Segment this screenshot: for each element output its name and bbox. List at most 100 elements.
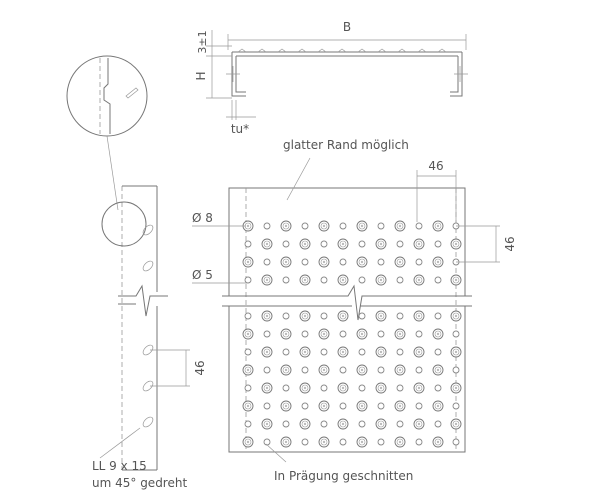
hole-large-center [341,314,345,318]
hole-large-center [417,422,421,426]
hole-large-center [436,368,440,372]
hole-large-ring [263,420,271,428]
hole-large-ring [339,420,347,428]
hole-large-ring [434,438,442,446]
hole-large-center [417,278,421,282]
detail-strip-right [103,58,111,134]
side-dim-46 [150,349,190,387]
hole-large-center [322,332,326,336]
hole-large-center [284,332,288,336]
hole-small [282,240,290,248]
slot [142,260,154,272]
hole-small [358,312,366,320]
hole-small [339,222,347,230]
hole-large-center [436,224,440,228]
detail-leader [106,135,119,211]
hole-large-center [322,368,326,372]
hole-small [320,420,328,428]
hole-small [396,348,404,356]
hole-small [339,402,347,410]
hole-large-center [379,350,383,354]
slot [142,380,154,392]
hole-small [415,366,423,374]
hole-small [452,366,460,374]
hole-small [282,384,290,392]
front-plate-view: Ø 8 Ø 5 46 46 glatter Rand möglich In Pr… [192,138,517,483]
hole-small [396,240,404,248]
hole-large-ring [358,258,366,266]
hole-large-center [360,260,364,264]
hole-large-ring [244,366,252,374]
hole-large-ring [244,258,252,266]
hole-large-ring [339,348,347,356]
hole-large-ring [339,276,347,284]
plate-break-line [222,284,472,321]
hole-small [244,384,252,392]
hole-large-ring [415,420,423,428]
hole-large-center [417,350,421,354]
hole-large-center [303,386,307,390]
embossing-label: In Prägung geschnitten [274,469,413,483]
hole-large-ring [320,258,328,266]
hole-small [282,276,290,284]
dim-h-line [206,30,232,99]
hole-large-center [360,332,364,336]
dim-lip-label: 3±1 [196,30,209,53]
hole-large-ring [320,438,328,446]
hole-large-center [303,278,307,282]
hole-small [263,438,271,446]
hole-small [263,222,271,230]
hole-large-center [265,386,269,390]
hole-small [377,366,385,374]
hole-small [434,384,442,392]
cross-section-profile: B 3±1 H tu* [194,20,468,136]
hole-large-ring [358,330,366,338]
hole-large-center [341,386,345,390]
hole-large-ring [282,222,290,230]
hole-large-center [417,242,421,246]
hole-large-ring [301,420,309,428]
hole-large-center [398,368,402,372]
hole-small [415,402,423,410]
hole-small [282,420,290,428]
embossing-leader [265,443,287,463]
smooth-edge-label: glatter Rand möglich [283,138,409,152]
hole-large-center [265,422,269,426]
hole-large-ring [415,240,423,248]
hole-large-center [379,278,383,282]
hole-large-center [303,314,307,318]
hole-large-ring [320,330,328,338]
detail-circle [66,55,148,137]
hole-large-center [360,368,364,372]
hole-large-center [379,386,383,390]
hole-large-center [454,242,458,246]
profile-serration [237,48,447,53]
hole-large-ring [396,222,404,230]
hole-small [282,312,290,320]
hole-large-ring [339,384,347,392]
hole-small [301,438,309,446]
hole-large-center [322,440,326,444]
hole-large-center [454,386,458,390]
hole-small [263,402,271,410]
hole-large-center [379,314,383,318]
hole-small-label: Ø 5 [192,268,213,282]
dim-tu-line [226,100,256,120]
hole-small [339,438,347,446]
hole-large-ring [301,240,309,248]
hole-large-center [265,314,269,318]
slot [142,344,154,356]
hole-small [244,240,252,248]
hole-grid [242,220,462,448]
hole-large-ring [377,420,385,428]
hole-small [396,312,404,320]
hole-large-ring [301,276,309,284]
hole-large-center [341,242,345,246]
hole-large-ring [434,366,442,374]
hole-large-ring [434,222,442,230]
hole-large-center [436,260,440,264]
hole-large-ring [377,240,385,248]
hole-large-ring [282,402,290,410]
hole-small [396,276,404,284]
